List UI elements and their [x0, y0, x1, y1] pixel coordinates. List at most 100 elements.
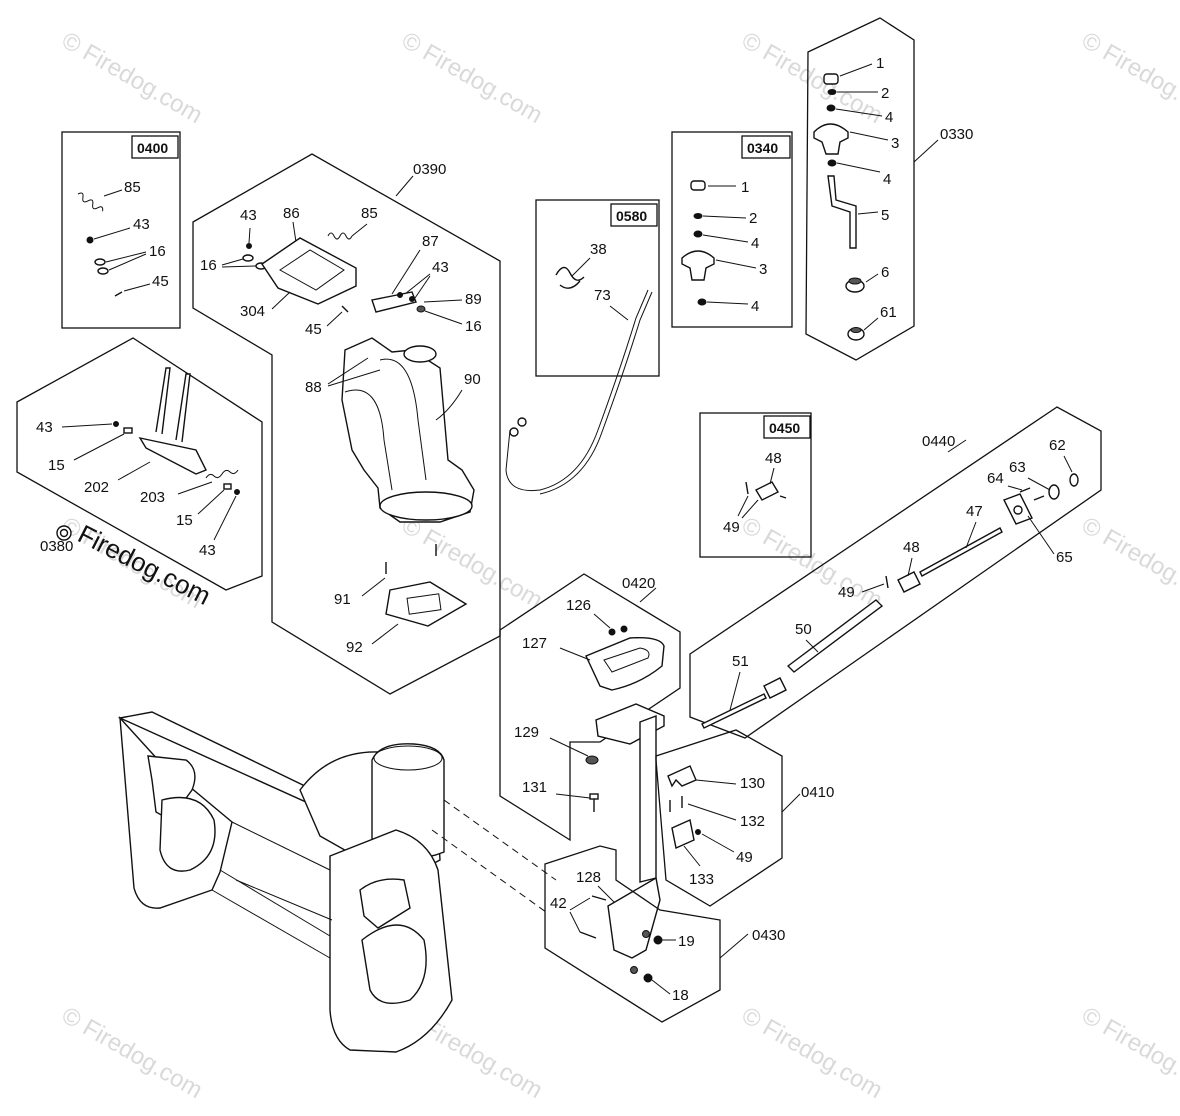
leader-line	[424, 310, 463, 325]
leader-line	[103, 189, 123, 197]
bushing-top	[848, 277, 862, 285]
part-callout: 43	[199, 542, 216, 559]
cable-end-part	[517, 417, 527, 427]
leader-line	[177, 481, 213, 495]
leader-line	[327, 357, 369, 385]
leader-line	[729, 671, 741, 711]
control-lever-part	[138, 436, 207, 475]
support-column	[639, 714, 657, 883]
leader-line	[61, 423, 113, 428]
bolt-part	[1019, 487, 1031, 493]
part-callout: 202	[84, 479, 109, 496]
leader-line	[857, 211, 879, 215]
part-callout: 132	[740, 813, 765, 830]
bracket-part	[371, 291, 417, 313]
spring-part	[671, 819, 695, 849]
part-callout: 61	[880, 304, 897, 321]
leader-line	[805, 639, 819, 653]
leader-line	[593, 613, 611, 629]
part-callout: 1	[741, 179, 749, 196]
part-callout: 51	[732, 653, 749, 670]
nut-part	[86, 236, 94, 244]
part-callout: 4	[751, 298, 759, 315]
group-0580-code-box	[610, 203, 658, 227]
group-code: 0420	[622, 575, 655, 592]
part-callout: 85	[124, 179, 141, 196]
group-code: 0330	[940, 126, 973, 143]
leader-line	[769, 467, 775, 485]
u-joint-part	[763, 677, 787, 699]
group-code: 0450	[769, 420, 800, 436]
leader-line	[741, 499, 759, 519]
part-callout: 4	[751, 235, 759, 252]
nut-part	[695, 829, 701, 835]
group-0330: 0330 1 2 4 3 4 5 6 61	[805, 17, 973, 361]
leader-line	[559, 647, 591, 661]
watermark: © Firedog.com	[1077, 512, 1180, 614]
part-callout: 89	[465, 291, 482, 308]
group-0390: 0390 43 86 85 16 304 87 43 89 16 45	[192, 153, 501, 695]
nut-part	[113, 421, 119, 427]
leader-line	[395, 175, 414, 197]
cable-clip-part	[555, 266, 585, 289]
leader-line	[549, 737, 589, 757]
part-callout: 133	[689, 871, 714, 888]
leader-line	[123, 283, 151, 292]
nut-part	[643, 973, 653, 983]
bolt-part	[1033, 495, 1045, 501]
part-callout: 49	[723, 519, 740, 536]
part-callout: 18	[672, 987, 689, 1004]
leader-line	[839, 63, 873, 77]
part-callout: 126	[566, 597, 591, 614]
firedog-watermark: Firedog.com	[73, 519, 215, 611]
dashed-alignment-line	[443, 799, 557, 881]
group-0580-frame	[535, 199, 660, 377]
part-callout: 85	[361, 205, 378, 222]
group-code: 0380	[40, 538, 73, 555]
part-callout: 45	[305, 321, 322, 338]
pin-part	[745, 481, 749, 495]
latch-part	[667, 765, 697, 788]
chute-plate-part	[385, 581, 468, 627]
washer-part	[827, 89, 837, 95]
part-callout: 49	[838, 584, 855, 601]
spring-part	[327, 232, 353, 240]
gear-cover-detail	[603, 647, 650, 673]
part-callout: 19	[678, 933, 695, 950]
pin-part	[779, 495, 787, 499]
washer-part	[697, 298, 707, 306]
part-callout: 50	[795, 621, 812, 638]
handle-rods	[155, 367, 191, 443]
leader-line	[913, 139, 939, 163]
group-0340-frame	[671, 131, 793, 328]
nut-part	[409, 296, 415, 302]
leader-line	[351, 223, 368, 237]
group-0340-code-box	[741, 135, 791, 159]
knob-part	[813, 123, 849, 155]
part-callout: 131	[522, 779, 547, 796]
part-callout: 91	[334, 591, 351, 608]
part-callout: 90	[464, 371, 481, 388]
leader-line	[702, 215, 747, 219]
auger-housing	[117, 711, 557, 1053]
group-0430-frame	[544, 845, 721, 1023]
nut-part	[246, 243, 252, 249]
chute-base-ring	[379, 491, 473, 521]
leader-line	[863, 317, 879, 331]
leader-line	[849, 131, 889, 141]
washer-part	[1048, 484, 1060, 500]
part-callout: 49	[736, 849, 753, 866]
chute-gear	[403, 345, 437, 363]
part-callout: 43	[432, 259, 449, 276]
group-0400-frame	[61, 131, 181, 329]
leader-line	[361, 577, 386, 597]
group-0410: 0410 130 132 49 133	[655, 729, 834, 907]
leader-line	[571, 257, 591, 277]
leader-line	[965, 521, 977, 549]
washer-part	[827, 159, 837, 167]
part-callout: 16	[149, 243, 166, 260]
part-callout: 65	[1056, 549, 1073, 566]
leader-line	[639, 587, 657, 603]
washer-part	[826, 104, 836, 112]
gear-cover-part	[585, 636, 665, 691]
